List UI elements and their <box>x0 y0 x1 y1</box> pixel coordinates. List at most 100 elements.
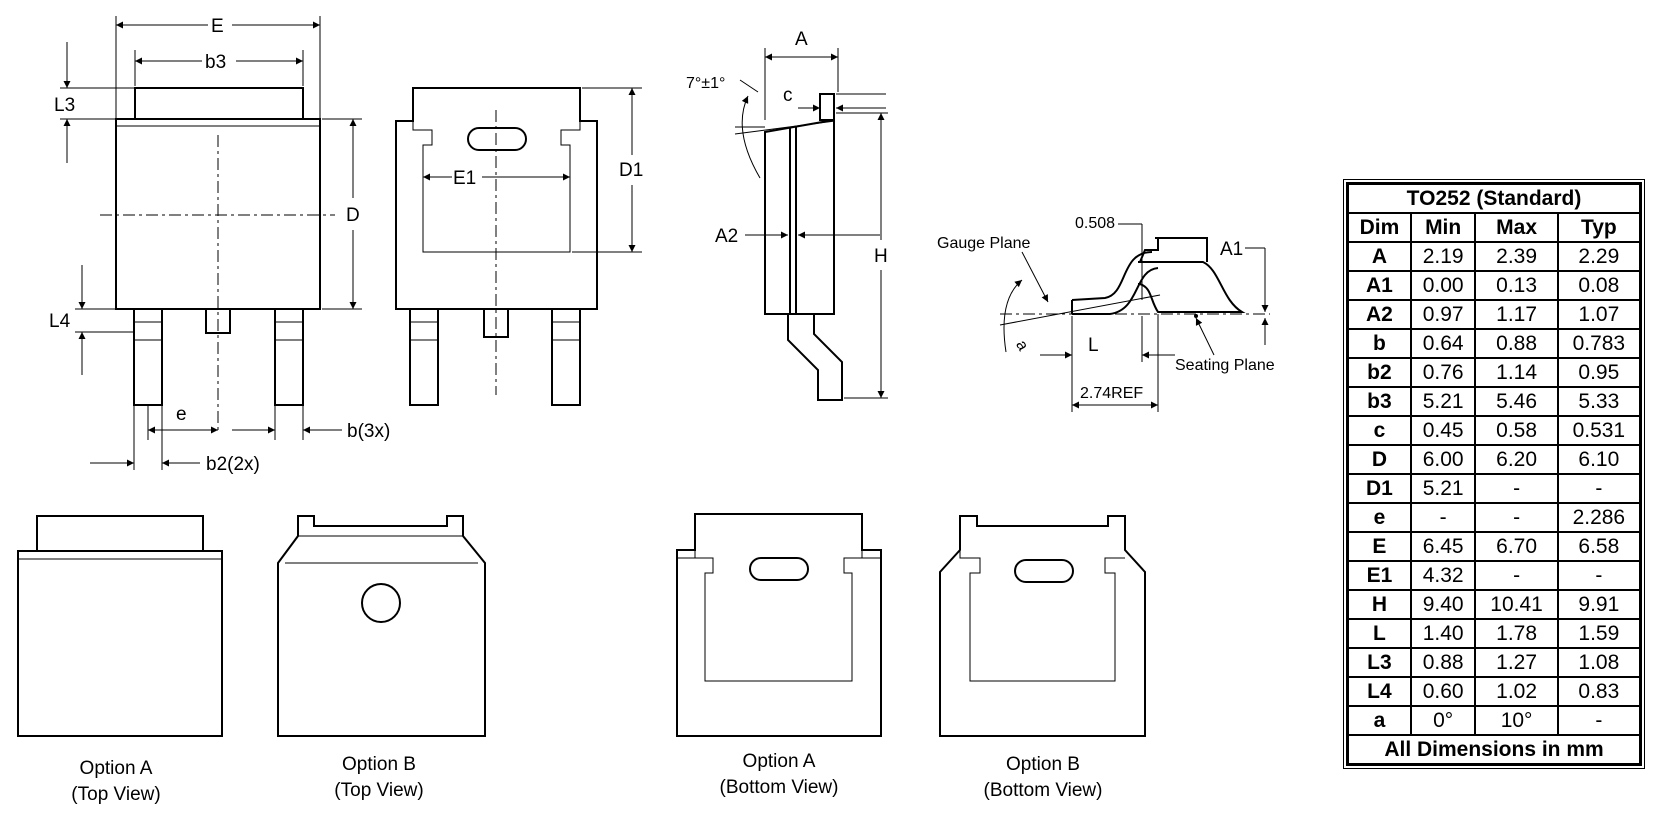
table-title: TO252 (Standard) <box>1348 184 1640 213</box>
table-cell-dim: D <box>1348 445 1411 474</box>
table-cell-dim: A2 <box>1348 300 1411 329</box>
seating-plane-label: Seating Plane <box>1175 357 1275 374</box>
side-view: A 7°±1° c A2 H <box>686 29 888 401</box>
table-cell-value: 9.40 <box>1410 590 1476 619</box>
table-header-max: Max <box>1475 213 1558 242</box>
table-cell-dim: E1 <box>1348 561 1411 590</box>
table-cell-value: 4.32 <box>1410 561 1476 590</box>
table-cell-value: - <box>1557 706 1640 735</box>
table-cell-value: 10° <box>1475 706 1558 735</box>
table-cell-dim: b <box>1348 329 1411 358</box>
table-cell-value: 0.64 <box>1410 329 1476 358</box>
table-header-dim: Dim <box>1348 213 1411 242</box>
table-cell-value: 5.33 <box>1557 387 1640 416</box>
table-cell-value: 0.00 <box>1410 271 1476 300</box>
table-cell-value: 1.02 <box>1475 677 1558 706</box>
dim-label-D: D <box>346 205 360 226</box>
table-cell-value: 0° <box>1410 706 1476 735</box>
table-cell-value: 0.783 <box>1557 329 1640 358</box>
gauge-plane-label: Gauge Plane <box>937 235 1031 252</box>
option-b-top-view <box>277 515 486 737</box>
dim-label-a: a <box>1012 338 1031 354</box>
table-cell-dim: e <box>1348 503 1411 532</box>
table-cell-dim: L4 <box>1348 677 1411 706</box>
table-cell-value: 2.39 <box>1475 242 1558 271</box>
table-header-typ: Typ <box>1557 213 1640 242</box>
table-cell-value: 2.29 <box>1557 242 1640 271</box>
dim-label-b3: b3 <box>205 52 226 73</box>
table-cell-value: - <box>1557 561 1640 590</box>
table-cell-value: - <box>1475 561 1558 590</box>
table-cell-value: - <box>1475 474 1558 503</box>
table-cell-value: - <box>1475 503 1558 532</box>
table-cell-value: 1.08 <box>1557 648 1640 677</box>
caption-option-b-top-title: Option B <box>342 754 416 775</box>
option-a-bottom-view <box>676 513 882 737</box>
table-cell-value: 5.21 <box>1410 474 1476 503</box>
table-cell-value: 1.78 <box>1475 619 1558 648</box>
table-cell-value: 5.21 <box>1410 387 1476 416</box>
option-a-top-view <box>17 515 223 737</box>
caption-option-b-bottom-sub: (Bottom View) <box>984 780 1103 801</box>
table-cell-value: 1.40 <box>1410 619 1476 648</box>
table-cell-value: 0.13 <box>1475 271 1558 300</box>
caption-option-a-bottom-title: Option A <box>743 751 816 772</box>
caption-option-a-top-sub: (Top View) <box>71 784 160 805</box>
dim-label-ref: 2.74REF <box>1080 385 1143 402</box>
table-cell-value: 1.27 <box>1475 648 1558 677</box>
table-cell-value: 9.91 <box>1557 590 1640 619</box>
table-cell-value: 0.95 <box>1557 358 1640 387</box>
option-b-bottom-view <box>939 515 1146 737</box>
caption-option-a-bottom-sub: (Bottom View) <box>720 777 839 798</box>
table-cell-dim: c <box>1348 416 1411 445</box>
dim-label-A: A <box>795 29 808 50</box>
table-row: e--2.286 <box>1348 503 1640 532</box>
dim-label-A1: A1 <box>1220 239 1243 260</box>
table-cell-dim: H <box>1348 590 1411 619</box>
dim-label-A2: A2 <box>715 226 738 247</box>
table-cell-value: 10.41 <box>1475 590 1558 619</box>
table-cell-value: 6.20 <box>1475 445 1558 474</box>
dim-label-H: H <box>874 246 888 267</box>
caption-option-a-top-title: Option A <box>80 758 153 779</box>
table-cell-value: 0.58 <box>1475 416 1558 445</box>
table-cell-value: 1.59 <box>1557 619 1640 648</box>
caption-option-b-bottom-title: Option B <box>1006 754 1080 775</box>
table-cell-dim: b3 <box>1348 387 1411 416</box>
table-cell-value: 0.531 <box>1557 416 1640 445</box>
dim-label-L3: L3 <box>54 95 75 116</box>
table-cell-value: 6.10 <box>1557 445 1640 474</box>
dim-label-angle: 7°±1° <box>686 75 725 92</box>
table-cell-value: 0.45 <box>1410 416 1476 445</box>
top-view: E b3 L3 D L4 e b(3x) <box>49 16 390 475</box>
table-cell-value: 0.88 <box>1475 329 1558 358</box>
table-cell-value: - <box>1410 503 1476 532</box>
table-header-min: Min <box>1410 213 1476 242</box>
table-cell-value: 2.286 <box>1557 503 1640 532</box>
table-cell-value: 0.88 <box>1410 648 1476 677</box>
table-cell-value: 0.76 <box>1410 358 1476 387</box>
dim-label-b3x: b(3x) <box>347 421 390 442</box>
table-cell-value: 0.60 <box>1410 677 1476 706</box>
table-cell-value: 1.17 <box>1475 300 1558 329</box>
table-cell-value: 5.46 <box>1475 387 1558 416</box>
dim-label-b22x: b2(2x) <box>206 454 260 475</box>
dim-label-L: L <box>1088 335 1099 356</box>
table-cell-value: 2.19 <box>1410 242 1476 271</box>
bottom-view: E1 D1 <box>395 87 643 406</box>
dim-label-E: E <box>211 16 224 37</box>
table-cell-value: 1.07 <box>1557 300 1640 329</box>
dim-label-L4: L4 <box>49 311 71 332</box>
